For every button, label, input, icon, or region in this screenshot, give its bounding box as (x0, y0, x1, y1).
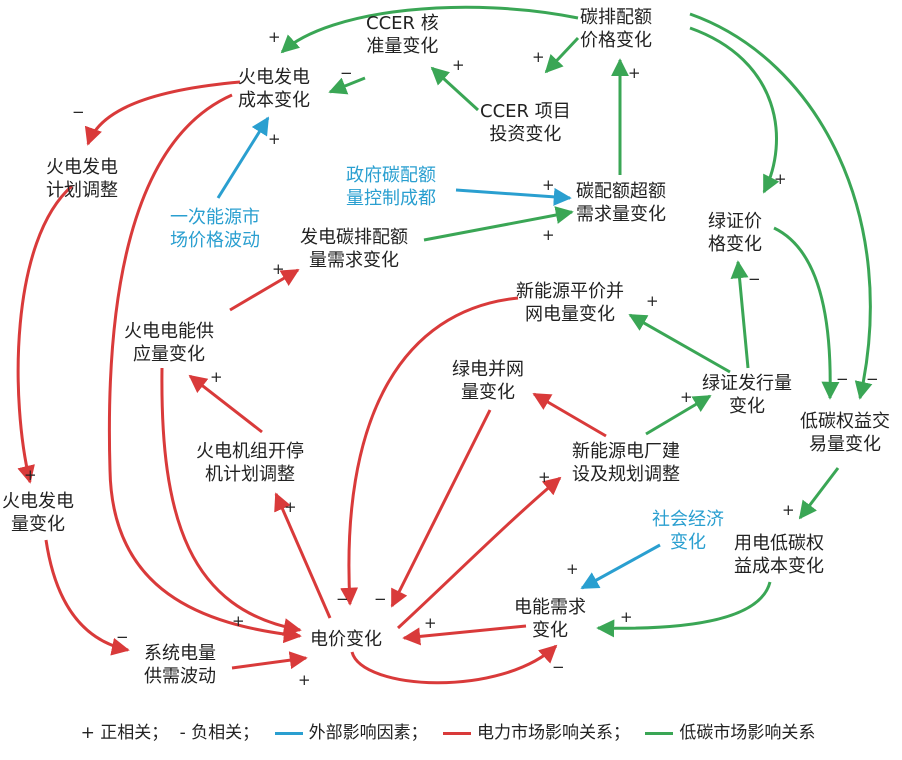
edge-thermal-cost-to-price (107, 93, 302, 644)
node-carbon-price: 碳排配额 价格变化 (580, 7, 652, 51)
edge-ccer-approve-to-thermal-cost (328, 76, 366, 95)
svg-text:+: + (268, 130, 281, 148)
svg-text:−: − (552, 658, 565, 676)
node-primary-energy: 一次能源市 场价格波动 (170, 207, 260, 251)
node-green-grid: 绿电并网 量变化 (452, 359, 524, 403)
svg-text:+: + (284, 498, 297, 516)
edge-lowcarbon-trade-to-user-cost (798, 467, 840, 520)
edge-price-to-renewable-build (396, 476, 562, 630)
node-green-cert-price: 绿证价 格变化 (708, 211, 762, 255)
svg-text:+: + (424, 614, 437, 632)
legend-external-swatch (274, 731, 303, 735)
node-green-cert-issue: 绿证发行量 变化 (702, 373, 792, 417)
legend-power-market: 电力市场影响关系； (477, 723, 630, 743)
svg-text:+: + (532, 48, 545, 66)
edge-thermal-supply-to-price (160, 367, 302, 636)
edge-unit-plan-to-thermal-supply (188, 374, 263, 434)
svg-text:−: − (748, 270, 761, 288)
node-unit-start-stop: 火电机组开停 机计划调整 (196, 441, 304, 485)
legend-low-carbon-market-swatch (645, 731, 674, 735)
svg-text:−: − (116, 628, 129, 646)
edge-renewable-parity-to-price (340, 296, 519, 606)
svg-text:+: + (646, 292, 659, 310)
legend-low-carbon-market: 低碳市场影响关系 (679, 723, 816, 743)
node-renewable-parity: 新能源平价并 网电量变化 (516, 281, 624, 325)
node-gov-control: 政府碳配额 量控制成都 (346, 165, 436, 209)
svg-text:−: − (340, 64, 353, 82)
edge-renewable-build-to-green-grid (532, 392, 607, 438)
svg-text:+: + (620, 608, 633, 626)
edge-grid-balance-to-price (231, 651, 308, 670)
svg-text:+: + (782, 501, 795, 519)
legend-external: 外部影响因素； (308, 723, 428, 743)
svg-text:+: + (268, 28, 281, 46)
svg-text:−: − (374, 590, 387, 608)
node-ccer-approve: CCER 核 准量变化 (366, 13, 439, 57)
edge-power-demand-to-price (402, 624, 527, 646)
svg-text:+: + (24, 466, 37, 484)
svg-text:+: + (298, 671, 311, 689)
svg-text:+: + (272, 260, 285, 278)
svg-text:−: − (836, 370, 849, 388)
svg-text:+: + (774, 170, 787, 188)
legend-plus: + 正相关； (80, 723, 169, 743)
edge-price-to-power-demand (350, 644, 558, 685)
edge-gen-vol-to-grid-balance (44, 539, 130, 656)
svg-text:−: − (336, 590, 349, 608)
edge-price-to-unit-plan (274, 492, 332, 619)
node-ccer-invest: CCER 项目 投资变化 (480, 101, 571, 145)
svg-text:−: − (72, 103, 85, 121)
edge-carbon-price-to-thermal-cost (280, 5, 579, 54)
edge-carbon-price-to-ccer-invest (544, 36, 580, 74)
svg-text:+: + (566, 560, 579, 578)
node-thermal-plan: 火电发电 计划调整 (46, 157, 118, 201)
svg-text:+: + (542, 176, 555, 194)
svg-text:+: + (232, 612, 245, 630)
polarity-signs: + + + − + + − + + + + − + + + − − + + + … (24, 28, 879, 689)
edge-green-grid-to-price (390, 409, 492, 608)
node-gen-carbon-demand: 发电碳排配额 量需求变化 (300, 227, 408, 271)
edge-primary-energy-to-thermal-cost (216, 116, 270, 199)
edge-carbon-price-to-green-cert-price (689, 26, 780, 194)
edge-gov-control-to-carbon-excess (455, 187, 572, 206)
edge-gen-demand-to-carbon-excess (423, 206, 574, 242)
edge-social-econ-to-power-demand (580, 543, 661, 590)
node-user-lowcarbon-cost: 用电低碳权 益成本变化 (734, 533, 824, 577)
svg-text:+: + (680, 388, 693, 406)
node-thermal-cost: 火电发电 成本变化 (238, 67, 310, 111)
node-carbon-excess: 碳配额超额 需求量变化 (576, 181, 666, 225)
node-thermal-gen-vol: 火电发电 量变化 (2, 491, 74, 535)
edge-thermal-cost-to-thermal-plan (84, 80, 241, 146)
edge-thermal-supply-to-gen-demand (229, 268, 300, 312)
node-lowcarbon-trade: 低碳权益交 易量变化 (800, 411, 890, 455)
node-grid-balance: 系统电量 供需波动 (144, 643, 216, 687)
svg-text:+: + (538, 468, 551, 486)
node-renewable-build: 新能源电厂建 设及规划调整 (572, 441, 680, 485)
node-social-econ: 社会经济 变化 (652, 509, 724, 553)
legend-minus: - 负相关； (179, 723, 260, 743)
node-thermal-supply: 火电电能供 应量变化 (124, 321, 214, 365)
edge-ccer-invest-to-ccer-approve (430, 66, 480, 112)
svg-text:+: + (452, 56, 465, 74)
edge-thermal-plan-to-gen-vol (16, 184, 73, 484)
edge-cert-issue-to-cert-price (730, 260, 750, 369)
legend-power-market-swatch (443, 731, 471, 735)
svg-text:+: + (628, 64, 641, 82)
edge-user-cost-to-power-demand (596, 581, 772, 638)
edge-green-cert-price-to-lowcarbon-trade (773, 226, 840, 400)
svg-text:+: + (210, 368, 223, 386)
legend: + 正相关； - 负相关； 外部影响因素； 电力市场影响关系； 低碳市场影响关系 (0, 718, 902, 743)
node-price-change: 电价变化 (310, 629, 382, 650)
edge-renewable-build-to-cert-issue (645, 394, 712, 436)
svg-text:+: + (542, 226, 555, 244)
node-power-demand: 电能需求 变化 (514, 597, 586, 641)
edge-carbon-price-to-lowcarbon-trade (689, 12, 873, 400)
svg-text:−: − (866, 370, 879, 388)
edge-cert-issue-to-renewable-parity (628, 313, 731, 374)
